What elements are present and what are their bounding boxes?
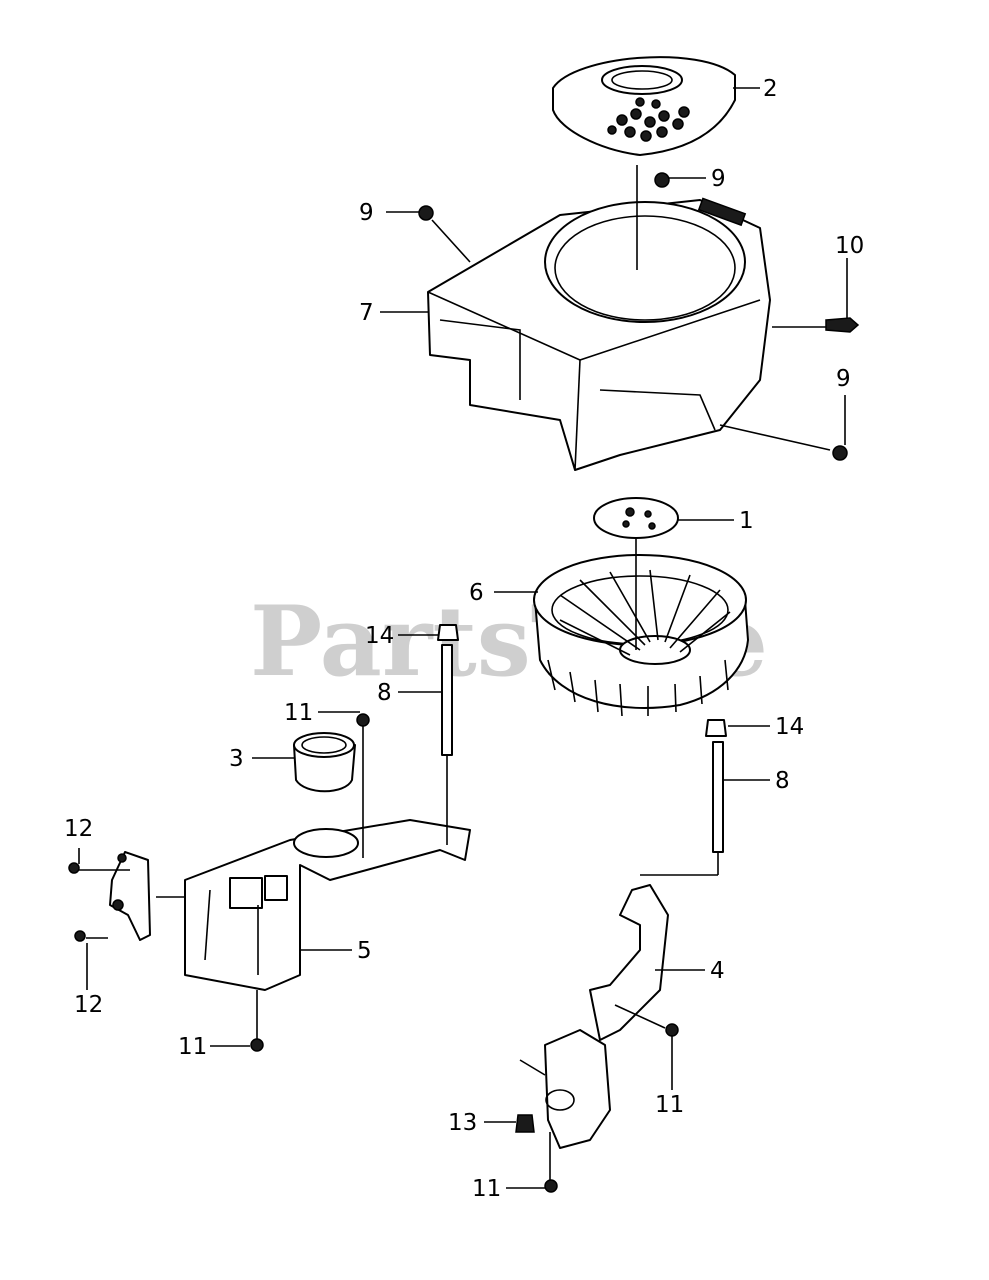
callout-13: 13 bbox=[448, 1110, 477, 1136]
callout-1: 1 bbox=[739, 508, 754, 534]
callout-4: 4 bbox=[710, 958, 725, 984]
callout-8-left: 8 bbox=[377, 680, 392, 706]
callout-12-top: 12 bbox=[64, 816, 93, 842]
callout-11-bottom: 11 bbox=[472, 1176, 501, 1202]
part-6-flywheel bbox=[533, 554, 749, 717]
callout-9-left: 9 bbox=[359, 200, 374, 226]
bolt-10 bbox=[825, 317, 860, 333]
screw-9-left bbox=[418, 205, 434, 221]
stud-8-right bbox=[712, 741, 724, 853]
callout-9-top: 9 bbox=[711, 166, 726, 192]
screw-12-bottom bbox=[74, 930, 86, 942]
stud-8-left bbox=[441, 644, 453, 756]
callout-6: 6 bbox=[469, 580, 484, 606]
callout-11-top: 11 bbox=[284, 700, 313, 726]
screw-11-top bbox=[356, 713, 370, 727]
part-7-blower-housing bbox=[427, 197, 771, 471]
leader-lines bbox=[78, 87, 848, 1189]
callout-14-right: 14 bbox=[775, 714, 804, 740]
callout-14-left: 14 bbox=[365, 623, 394, 649]
callout-2: 2 bbox=[763, 76, 778, 102]
callout-3: 3 bbox=[229, 746, 244, 772]
callout-12-bottom: 12 bbox=[74, 992, 103, 1018]
callout-8-right: 8 bbox=[775, 768, 790, 794]
screw-12-top bbox=[68, 862, 80, 874]
callout-7: 7 bbox=[359, 300, 374, 326]
part-12-bracket bbox=[109, 851, 151, 941]
screw-11-right bbox=[665, 1023, 679, 1037]
screw-11-bottom-left bbox=[250, 1038, 264, 1052]
callout-5: 5 bbox=[357, 938, 372, 964]
callout-10: 10 bbox=[835, 233, 864, 259]
nut-14-right bbox=[705, 719, 727, 737]
callout-labels: 2 9 9 10 7 9 1 6 14 8 11 14 3 8 12 5 4 1… bbox=[64, 76, 864, 1202]
callout-11-left: 11 bbox=[178, 1034, 207, 1060]
part-4-right-baffle bbox=[519, 884, 669, 1149]
part-1-plate bbox=[593, 497, 679, 539]
callout-9-right: 9 bbox=[836, 366, 851, 392]
screw-9-right bbox=[832, 445, 848, 461]
fasteners bbox=[68, 172, 860, 1193]
nut-14-left bbox=[437, 624, 459, 641]
part-3-sleeve bbox=[293, 732, 356, 793]
screw-11-bottom bbox=[544, 1179, 558, 1193]
part-2-cover bbox=[552, 56, 736, 156]
part-13 bbox=[515, 1114, 535, 1133]
screw-9-top bbox=[654, 172, 670, 188]
callout-11-right: 11 bbox=[655, 1092, 684, 1118]
part-5-left-baffle bbox=[184, 819, 471, 991]
